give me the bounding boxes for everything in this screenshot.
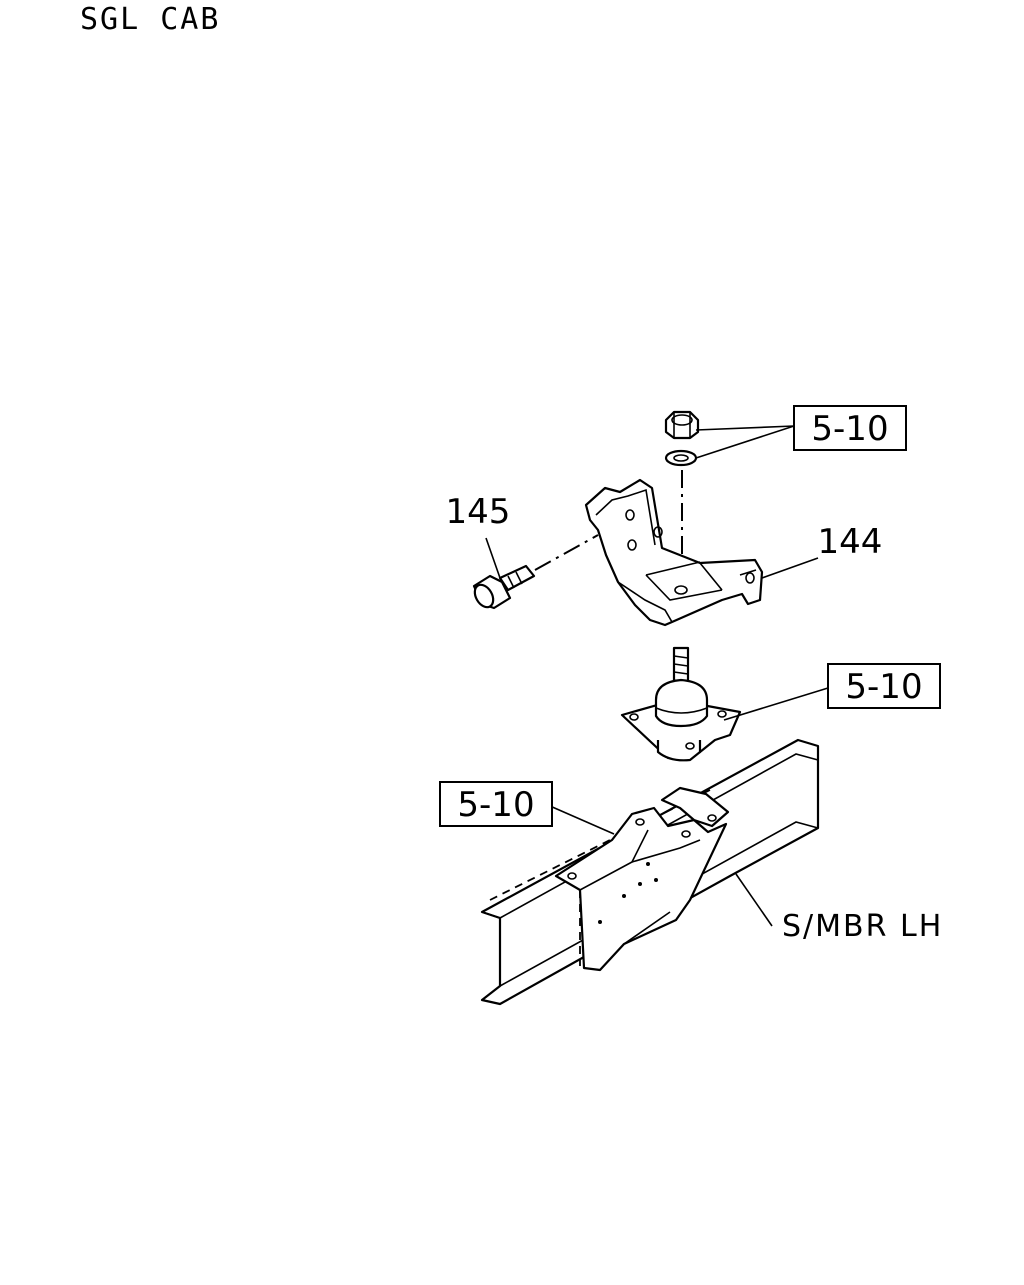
part-number-144: 144 <box>818 522 883 562</box>
bracket-144 <box>584 478 764 627</box>
part-number-145: 145 <box>446 492 511 532</box>
mount-cushion <box>620 646 742 762</box>
bolt-icon <box>472 564 536 610</box>
callout-box-nut-washer: 5-10 <box>793 405 907 451</box>
callout-label-mount: 5-10 <box>845 667 922 707</box>
page-title: SGL CAB <box>80 2 221 37</box>
nut-icon <box>664 410 700 440</box>
callout-box-bracket: 5-10 <box>439 781 553 827</box>
frame-bracket <box>554 786 730 972</box>
callout-box-mount: 5-10 <box>827 663 941 709</box>
side-member-label: S/MBR LH <box>782 909 943 944</box>
callout-label-bracket: 5-10 <box>457 785 534 825</box>
callout-label-nut-washer: 5-10 <box>811 409 888 449</box>
washer-icon <box>664 449 698 467</box>
